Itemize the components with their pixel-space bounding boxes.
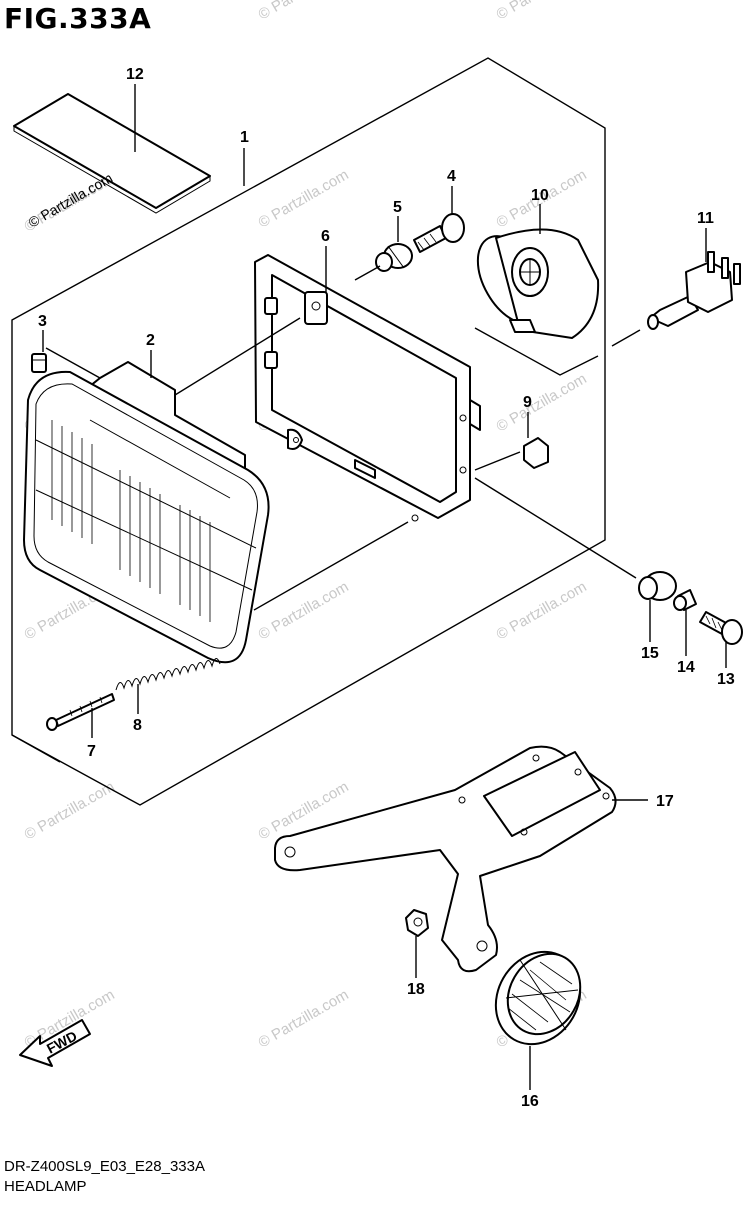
callout-18: 18: [407, 981, 425, 998]
callout-5: 5: [393, 199, 402, 216]
callout-17: 17: [656, 793, 674, 810]
callout-13: 13: [717, 671, 735, 688]
part-8-spring: [115, 658, 221, 691]
watermark: © Partzilla.com: [494, 578, 590, 643]
model-code: DR-Z400SL9_E03_E28_333A: [4, 1158, 205, 1175]
part-5-grommet: [375, 243, 413, 272]
callout-8: 8: [133, 717, 142, 734]
figure-name: HEADLAMP: [4, 1178, 87, 1195]
assembly-guides: [11, 265, 641, 763]
callout-3: 3: [38, 313, 47, 330]
part-12-label-sheet: © Partzilla.com: [13, 93, 211, 231]
part-15-grommet: [638, 571, 677, 601]
sheet-watermark: © Partzilla.com: [26, 170, 116, 231]
callout-10: 10: [531, 187, 549, 204]
watermark: © Partzilla.com: [256, 578, 352, 643]
part-3-nut: [31, 353, 47, 373]
callout-4: 4: [447, 168, 456, 185]
callout-14: 14: [677, 659, 695, 676]
part-16-reflector: [494, 950, 582, 1046]
part-18-nut: [405, 909, 429, 937]
part-4-adjusting-screw: [413, 213, 465, 253]
part-6-headlamp-rim: [254, 254, 481, 522]
part-14-collar: [673, 589, 697, 611]
watermark: © Partzilla.com: [256, 986, 352, 1051]
callout-11: 11: [697, 210, 714, 227]
part-13-bolt: [699, 611, 743, 645]
part-7-long-bolt: [46, 693, 115, 731]
callout-labels: 1 2 3 4 5 6 7 8 9 10 11 12 13 14 15 16 1…: [38, 66, 735, 1110]
callout-9: 9: [523, 394, 532, 411]
leader-lines: [42, 84, 727, 1090]
figure-title: FIG.333A: [4, 2, 152, 35]
watermark: © Partzilla.com: [256, 166, 352, 231]
callout-12: 12: [126, 66, 144, 83]
callout-15: 15: [641, 645, 659, 662]
callout-1: 1: [240, 129, 249, 146]
callout-16: 16: [521, 1093, 539, 1110]
watermark: © Partzilla.com: [22, 778, 118, 843]
part-10-socket-cover: [476, 228, 600, 339]
part-9-nut: [523, 437, 549, 469]
watermark: © Partzilla.com: [256, 0, 352, 23]
part-2-headlamp-unit: [23, 361, 270, 664]
part-11-bulb: [647, 251, 741, 330]
callout-2: 2: [146, 332, 155, 349]
watermark: © Partzilla.com: [494, 0, 590, 23]
callout-7: 7: [87, 743, 96, 760]
watermark: © Partzilla.com: [494, 370, 590, 435]
part-17-bracket: [274, 745, 617, 973]
callout-6: 6: [321, 228, 330, 245]
